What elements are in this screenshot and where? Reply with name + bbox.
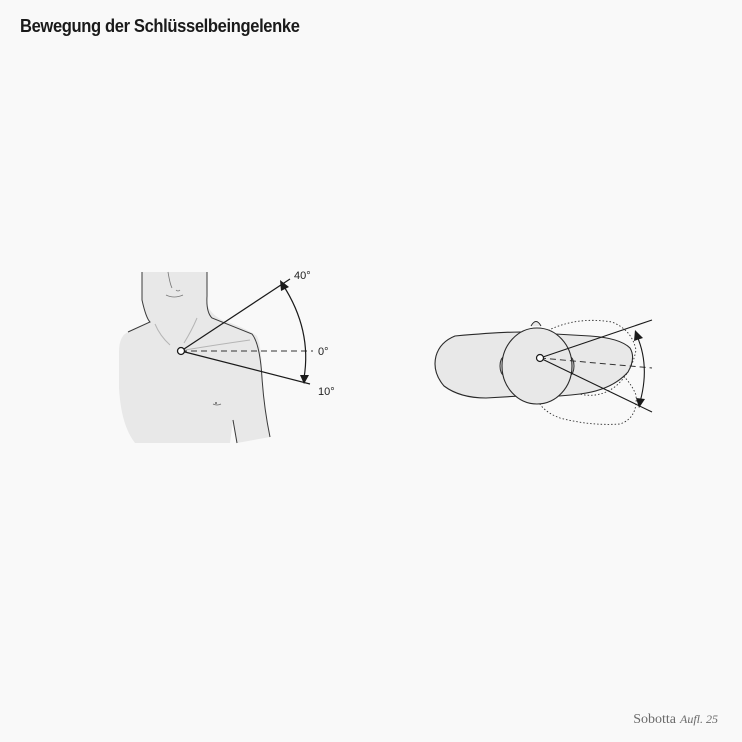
angle-label-neutral: 0° — [318, 346, 329, 358]
nose-mouth — [165, 271, 184, 298]
credit-publisher: Sobotta — [633, 712, 676, 727]
shoulder-right-outline — [206, 272, 271, 438]
source-credit: Sobotta Aufl. 25 — [633, 712, 718, 728]
arrowhead-down — [300, 375, 309, 384]
arm-line — [232, 419, 238, 444]
elevation-line — [180, 278, 291, 352]
angle-label-lower: 10° — [318, 386, 335, 398]
sternoclavicular-joint-marker-top — [535, 353, 545, 363]
sternoclavicular-joint-marker — [176, 346, 186, 356]
nose-top-view — [530, 321, 542, 327]
top-view — [434, 319, 653, 425]
head-top-view — [501, 327, 573, 405]
neutral-dashed-line-top — [539, 357, 653, 369]
depression-line — [180, 350, 311, 385]
arrowhead-up — [280, 280, 289, 291]
page-title: Bewegung der Schlüsselbeingelenke — [20, 16, 300, 36]
range-arc — [282, 284, 307, 379]
nipple — [212, 403, 222, 406]
protraction-line — [539, 319, 653, 359]
clavicle-hint — [154, 317, 251, 351]
arrowhead-top-up — [634, 330, 643, 341]
arrowhead-top-down — [636, 398, 645, 408]
credit-edition: Aufl. 25 — [680, 712, 718, 726]
retraction-line — [539, 357, 653, 413]
torso-front-view — [119, 272, 270, 443]
front-view: 40° 0° 10° — [119, 270, 335, 444]
neck-left-outline — [127, 272, 151, 333]
range-arc-top — [636, 335, 645, 403]
angle-label-upper: 40° — [294, 270, 311, 282]
